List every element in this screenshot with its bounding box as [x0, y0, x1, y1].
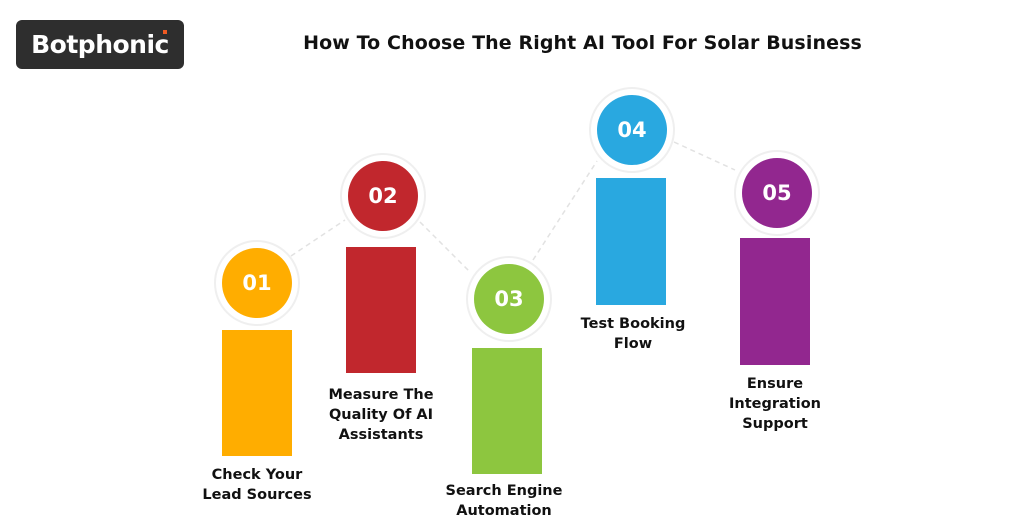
- logo-text: Botphonic: [31, 30, 169, 59]
- logo-accent-dot: [163, 30, 167, 34]
- step-04-badge: 04: [597, 95, 667, 165]
- step-01-bar: [222, 330, 292, 456]
- step-04-label: Test Booking Flow: [580, 316, 686, 352]
- step-04-number: 04: [617, 118, 647, 142]
- step-03-number: 03: [494, 287, 524, 311]
- connector-04-05: [673, 141, 736, 171]
- step-01-badge: 01: [222, 248, 292, 318]
- step-03-label: Search Engine Automation: [445, 483, 563, 519]
- step-03-badge: 03: [474, 264, 544, 334]
- step-02-number: 02: [368, 184, 398, 208]
- connector-03-04: [532, 160, 598, 261]
- step-02-bar: [346, 247, 416, 373]
- page-title: How To Choose The Right AI Tool For Sola…: [303, 32, 862, 54]
- step-05-number: 05: [762, 181, 792, 205]
- step-01-number: 01: [242, 271, 272, 295]
- connector-01-02: [290, 219, 346, 257]
- step-02-badge: 02: [348, 161, 418, 231]
- connector-02-03: [419, 221, 471, 273]
- step-05-label: Ensure Integration Support: [729, 376, 821, 432]
- step-02-label: Measure The Quality Of AI Assistants: [328, 387, 434, 443]
- step-05-badge: 05: [742, 158, 812, 228]
- step-05-bar: [740, 238, 810, 365]
- step-01-label: Check Your Lead Sources: [202, 467, 312, 503]
- step-04-bar: [596, 178, 666, 305]
- step-03-bar: [472, 348, 542, 474]
- botphonic-logo: Botphonic: [16, 20, 184, 69]
